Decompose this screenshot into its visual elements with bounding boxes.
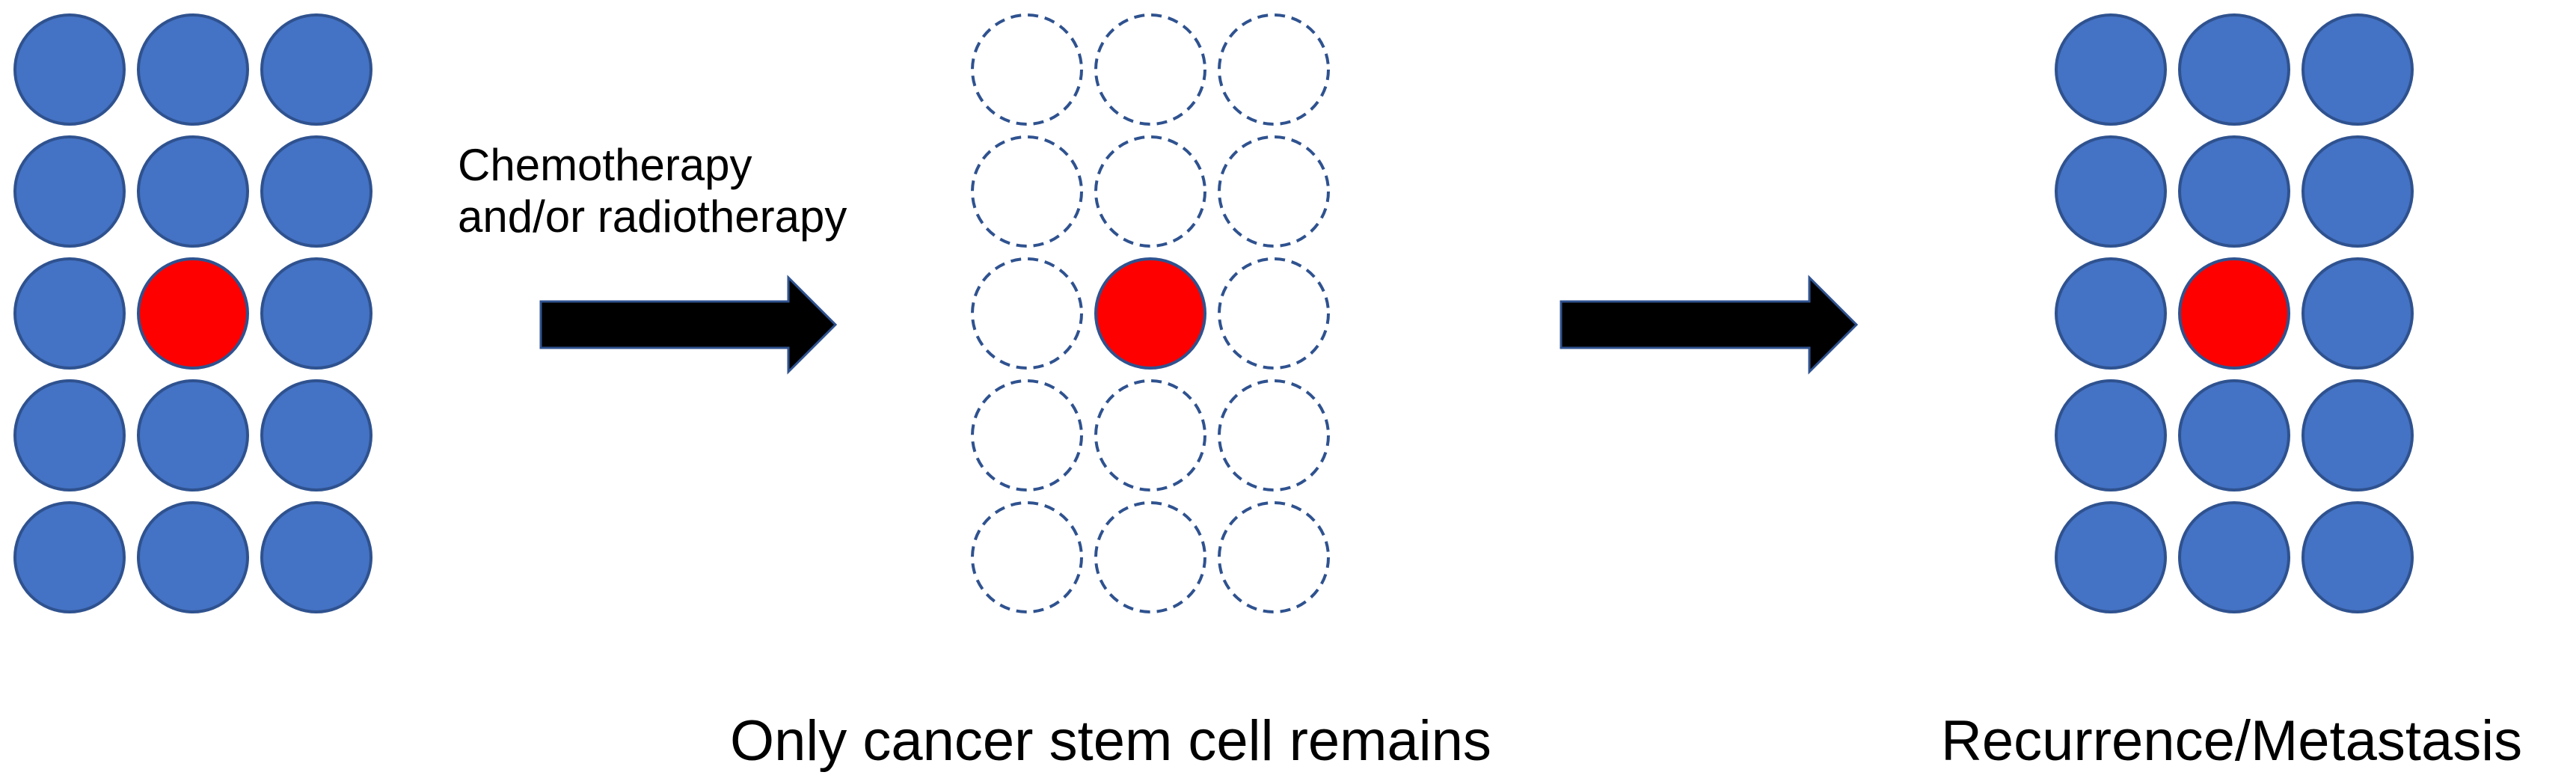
recurrence-arrow [1560,275,1859,375]
killed-cell [1094,135,1206,248]
initial-tumor-grid [13,13,372,613]
killed-cell [1218,13,1330,126]
cancer-cell [260,257,372,370]
cancer-cell [13,13,126,126]
cancer-stem-cell [137,257,249,370]
cancer-cell [260,13,372,126]
recurrent-tumor-grid [2055,13,2414,613]
cancer-cell [2301,501,2414,613]
cancer-cell [2178,379,2290,491]
cancer-stem-cell [1094,257,1206,370]
killed-cell [971,13,1083,126]
cancer-cell [13,379,126,491]
cancer-cell [137,501,249,613]
killed-cell [1094,379,1206,491]
killed-cell [971,501,1083,613]
cancer-cell [2055,13,2167,126]
killed-cell [1218,135,1330,248]
killed-cell [1218,257,1330,370]
cancer-cell [260,501,372,613]
killed-cell [1094,501,1206,613]
killed-cell [1094,13,1206,126]
cancer-cell [2301,379,2414,491]
cancer-cell [137,379,249,491]
cancer-cell [2301,13,2414,126]
cancer-cell [137,135,249,248]
cancer-cell [2178,135,2290,248]
killed-cell [971,135,1083,248]
cancer-cell [260,379,372,491]
cancer-cell [2178,13,2290,126]
killed-cell [1218,379,1330,491]
cancer-cell [13,135,126,248]
killed-cell [971,257,1083,370]
after-treatment-grid [971,13,1330,613]
recurrence-metastasis-caption: Recurrence/Metastasis [1941,709,2523,773]
cancer-cell [13,257,126,370]
cancer-cell [2178,501,2290,613]
cancer-cell [13,501,126,613]
cancer-cell [137,13,249,126]
cancer-cell [2301,135,2414,248]
killed-cell [971,379,1083,491]
cancer-stem-cell [2178,257,2290,370]
cancer-cell [2055,257,2167,370]
cancer-cell [2055,501,2167,613]
treatment-arrow [539,275,838,375]
treatment-label: Chemotherapy and/or radiotherapy [458,140,847,242]
cancer-cell [2301,257,2414,370]
killed-cell [1218,501,1330,613]
cell-grids [13,13,2414,613]
cancer-cell [2055,379,2167,491]
cancer-cell [260,135,372,248]
cancer-cell [2055,135,2167,248]
stem-cell-remains-caption: Only cancer stem cell remains [730,709,1491,773]
